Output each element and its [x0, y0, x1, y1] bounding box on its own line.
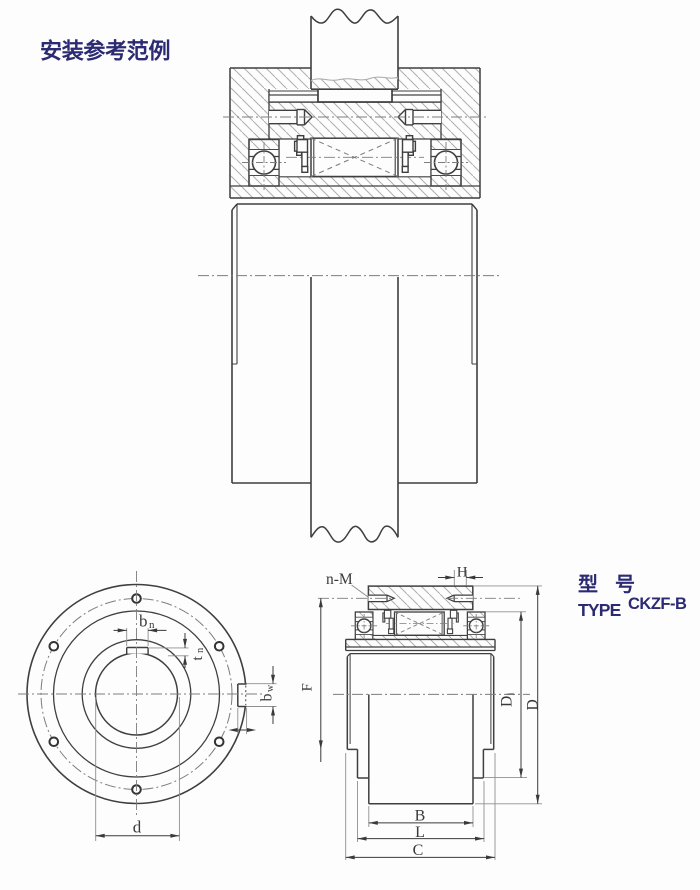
svg-text:CKZF-B: CKZF-B — [628, 595, 687, 613]
svg-text:安装参考范例: 安装参考范例 — [40, 39, 170, 64]
svg-text:D: D — [524, 699, 541, 710]
svg-text:B: B — [415, 808, 426, 825]
svg-text:w: w — [265, 684, 276, 692]
svg-text:C: C — [413, 842, 424, 859]
svg-text:F: F — [299, 683, 315, 691]
svg-text:b: b — [139, 612, 148, 631]
svg-text:t: t — [190, 656, 206, 661]
svg-text:TYPE: TYPE — [578, 600, 621, 620]
svg-text:b: b — [259, 694, 276, 702]
svg-text:n-M: n-M — [326, 571, 353, 588]
svg-text:H: H — [457, 565, 468, 581]
svg-text:号: 号 — [615, 573, 635, 596]
svg-text:型: 型 — [578, 573, 598, 596]
svg-text:n: n — [149, 619, 155, 631]
svg-text:n: n — [195, 647, 206, 653]
svg-text:D: D — [499, 696, 516, 707]
svg-text:i: i — [505, 692, 517, 695]
svg-text:d: d — [133, 818, 142, 837]
svg-text:L: L — [415, 824, 425, 841]
